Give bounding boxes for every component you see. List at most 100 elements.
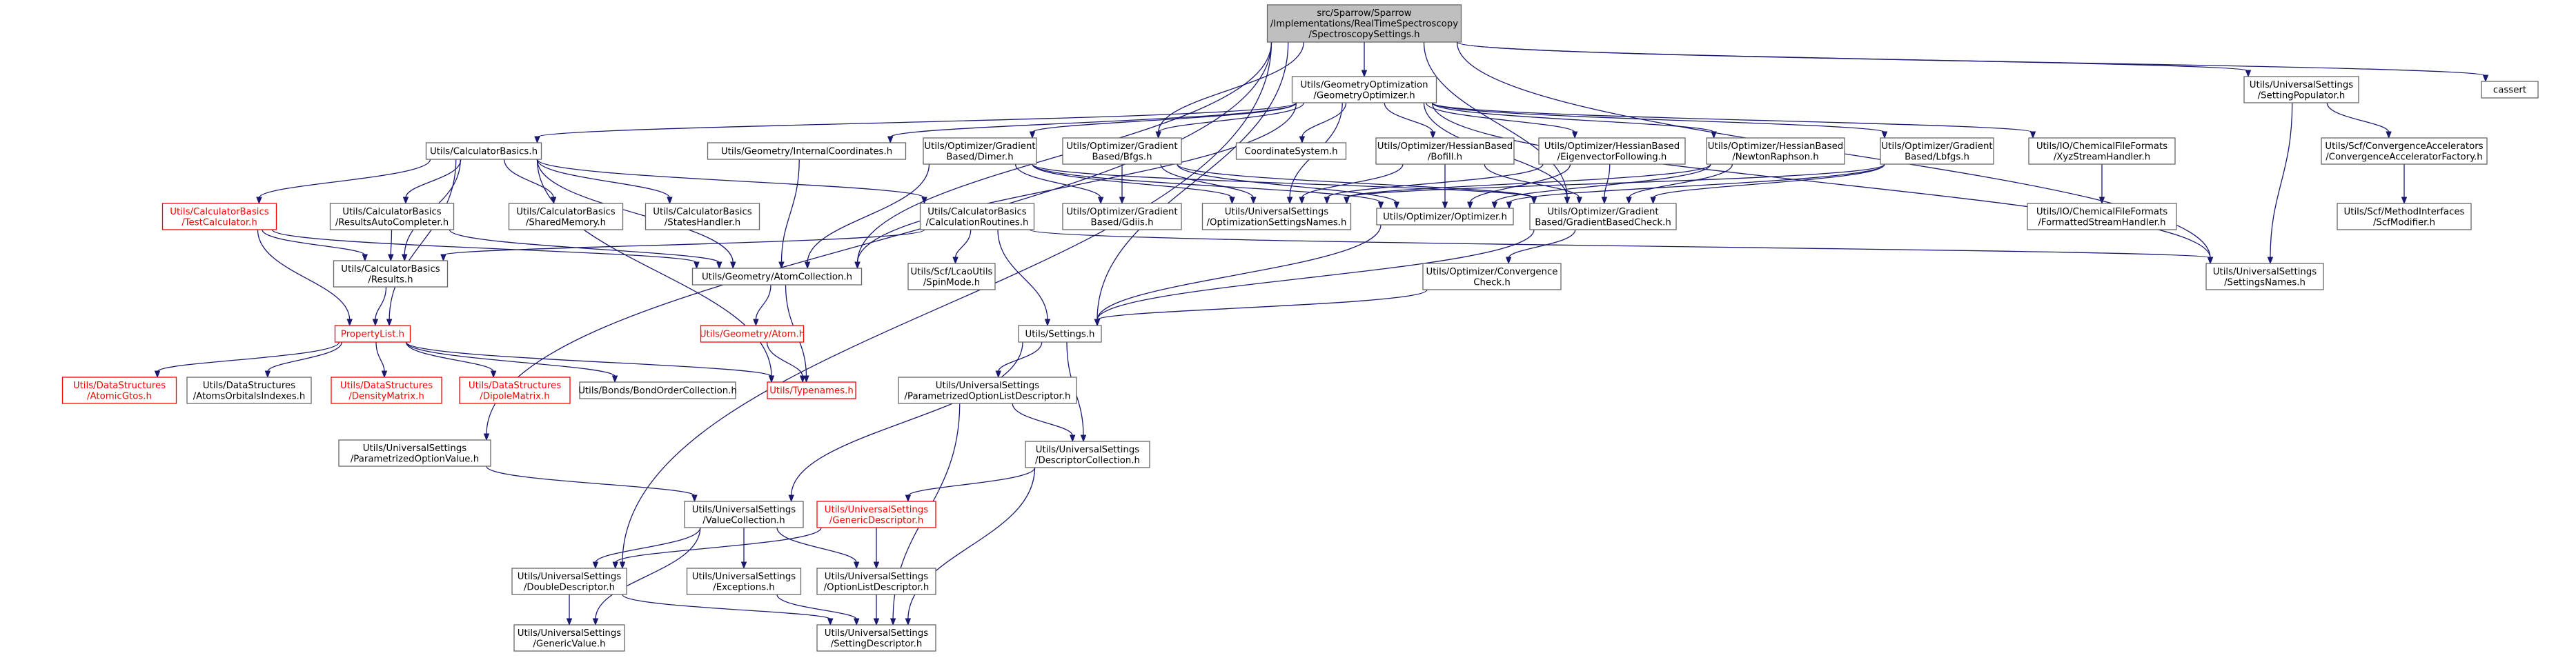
node-xyzstream[interactable]: Utils/IO/ChemicalFileFormats/XyzStreamHa… — [2028, 137, 2176, 165]
node-optsetnames[interactable]: Utils/UniversalSettings/OptimizationSett… — [1201, 203, 1352, 230]
node-formstream[interactable]: Utils/IO/ChemicalFileFormats/FormattedSt… — [2027, 203, 2177, 230]
edge-arrowhead — [905, 618, 912, 626]
node-scfmodifier[interactable]: Utils/Scf/MethodInterfaces/ScfModifier.h — [2337, 203, 2472, 230]
node-dimer[interactable]: Utils/Optimizer/GradientBased/Dimer.h — [923, 137, 1037, 165]
edges-layer — [154, 41, 2489, 626]
edge-arrowhead — [2267, 257, 2274, 265]
edge-doubledesc-to-genericvalue — [566, 594, 573, 626]
node-dipmat[interactable]: Utils/DataStructures/DipoleMatrix.h — [459, 377, 571, 404]
node-label: /ParametrizedOptionListDescriptor.h — [905, 391, 1071, 401]
edge-arrowhead — [1029, 131, 1036, 139]
node-desccoll[interactable]: Utils/UniversalSettings/DescriptorCollec… — [1025, 441, 1150, 468]
edge-line — [954, 229, 972, 259]
node-stateshandler[interactable]: Utils/CalculatorBasics/StatesHandler.h — [645, 203, 760, 230]
node-sharedmem[interactable]: Utils/CalculatorBasics/SharedMemory.h — [508, 203, 624, 230]
edge-lbfgs-to-optsetnames — [1344, 163, 1885, 205]
node-calcroutines[interactable]: Utils/CalculatorBasics/CalculationRoutin… — [919, 203, 1035, 230]
edge-calcroutines-to-results — [440, 229, 925, 262]
node-gdiis[interactable]: Utils/Optimizer/GradientBased/Gdiis.h — [1062, 203, 1182, 230]
node-label: /ResultsAutoCompleter.h — [335, 217, 449, 228]
edge-geoopt-to-bofill — [1384, 102, 1436, 139]
node-box — [2337, 203, 2472, 230]
node-internalcoords[interactable]: Utils/Geometry/InternalCoordinates.h — [707, 142, 907, 160]
node-typenames[interactable]: Utils/Typenames.h — [767, 381, 856, 399]
node-testcalc[interactable]: Utils/CalculatorBasics/TestCalculator.h — [161, 203, 277, 230]
edge-line — [1032, 163, 1535, 199]
edge-line — [1494, 163, 1711, 203]
node-label: Utils/CalculatorBasics — [927, 207, 1026, 217]
node-parvalue[interactable]: Utils/UniversalSettings/ParametrizedOpti… — [338, 439, 491, 467]
node-atomicgtos[interactable]: Utils/DataStructures/AtomicGtos.h — [61, 377, 177, 404]
node-doubledesc[interactable]: Utils/UniversalSettings/DoubleDescriptor… — [511, 568, 627, 595]
node-bondorder[interactable]: Utils/Bonds/BondOrderCollection.h — [578, 381, 737, 399]
node-label: Utils/UniversalSettings — [692, 505, 796, 515]
node-optimizer[interactable]: Utils/Optimizer/Optimizer.h — [1376, 208, 1514, 226]
node-bfgs[interactable]: Utils/Optimizer/GradientBased/Bfgs.h — [1062, 137, 1182, 165]
edge-line — [536, 159, 734, 263]
node-setnames[interactable]: Utils/UniversalSettings/SettingsNames.h — [2205, 263, 2324, 290]
edge-line — [1346, 163, 1711, 199]
node-bofill[interactable]: Utils/Optimizer/HessianBased/Bofill.h — [1375, 137, 1515, 165]
node-calcbasics[interactable]: Utils/CalculatorBasics.h — [425, 142, 542, 160]
node-genericvalue[interactable]: Utils/UniversalSettings/GenericValue.h — [513, 624, 625, 652]
edge-line — [856, 102, 1297, 263]
node-label: Utils/Scf/LcaoUtils — [911, 267, 993, 277]
node-box — [898, 377, 1077, 404]
edge-calcbasics-to-proplist — [386, 159, 457, 327]
edge-line — [1158, 102, 1304, 133]
node-atomsorb[interactable]: Utils/DataStructures/AtomsOrbitalsIndexe… — [186, 377, 312, 404]
edge-arrowhead — [921, 197, 927, 205]
node-newton[interactable]: Utils/Optimizer/HessianBased/NewtonRaphs… — [1706, 137, 1845, 165]
node-label: /NewtonRaphson.h — [1732, 152, 1818, 162]
node-geoopt[interactable]: Utils/GeometryOptimization/GeometryOptim… — [1291, 76, 1437, 103]
node-densmat[interactable]: Utils/DataStructures/DensityMatrix.h — [331, 377, 442, 404]
node-coordsys[interactable]: CoordinateSystem.h — [1235, 142, 1347, 160]
node-label: Utils/CalculatorBasics — [341, 264, 440, 274]
node-atomcoll[interactable]: Utils/Geometry/AtomCollection.h — [691, 268, 863, 286]
node-paroptlist[interactable]: Utils/UniversalSettings/ParametrizedOpti… — [898, 377, 1077, 404]
edge-arrowhead — [2098, 197, 2105, 205]
edge-line — [1160, 163, 1255, 199]
node-box — [329, 203, 455, 230]
node-box — [816, 624, 936, 652]
edge-arrowhead — [1442, 201, 1448, 210]
edge-arrowhead — [1491, 201, 1498, 210]
node-proplist[interactable]: PropertyList.h — [334, 325, 411, 343]
node-spinmode[interactable]: Utils/Scf/LcaoUtils/SpinMode.h — [907, 263, 996, 290]
edge-line — [1426, 102, 1575, 133]
node-label: Utils/UniversalSettings — [518, 628, 621, 639]
node-atom[interactable]: Utils/Geometry/Atom.h — [700, 325, 805, 343]
node-root[interactable]: src/Sparrow/Sparrow/Implementations/Real… — [1266, 4, 1462, 43]
edge-line — [1177, 163, 1535, 199]
node-setpop[interactable]: Utils/UniversalSettings/SettingPopulator… — [2243, 76, 2359, 103]
node-gbcheck[interactable]: Utils/Optimizer/GradientBased/GradientBa… — [1529, 203, 1677, 230]
edge-line — [1431, 102, 2034, 133]
edge-arrowhead — [381, 370, 388, 379]
node-settingdesc[interactable]: Utils/UniversalSettings/SettingDescripto… — [816, 624, 936, 652]
node-label: Utils/Optimizer/Gradient — [1066, 207, 1177, 217]
edge-arrowhead — [1286, 197, 1293, 205]
node-lbfgs[interactable]: Utils/Optimizer/GradientBased/Lbfgs.h — [1880, 137, 1994, 165]
edge-line — [615, 527, 822, 563]
node-settings[interactable]: Utils/Settings.h — [1018, 325, 1102, 343]
edge-desccoll-to-genericdesc — [905, 467, 1036, 503]
node-optlistdesc[interactable]: Utils/UniversalSettings/OptionListDescri… — [816, 568, 936, 595]
node-convaccfac[interactable]: Utils/Scf/ConvergenceAccelerators/Conver… — [2321, 137, 2488, 165]
node-label: /ScfModifier.h — [2373, 217, 2435, 228]
edge-line — [907, 467, 1036, 620]
edge-desccoll-to-settingdesc — [905, 467, 1036, 626]
edge-line — [595, 527, 701, 563]
node-exceptions[interactable]: Utils/UniversalSettings/Exceptions.h — [686, 568, 802, 595]
node-eigfollow[interactable]: Utils/Optimizer/HessianBased/Eigenvector… — [1538, 137, 1686, 165]
node-cassert[interactable]: cassert — [2481, 81, 2539, 99]
edge-arrowhead — [753, 319, 759, 327]
node-valuecoll[interactable]: Utils/UniversalSettings/ValueCollection.… — [684, 501, 804, 528]
node-label: Utils/UniversalSettings — [692, 572, 796, 582]
edge-line — [776, 527, 857, 563]
node-genericdesc[interactable]: Utils/UniversalSettings/GenericDescripto… — [816, 501, 936, 528]
node-results[interactable]: Utils/CalculatorBasics/Results.h — [333, 260, 449, 288]
edge-arrowhead — [691, 494, 698, 503]
edge-paroptlist-to-desccoll — [1012, 403, 1076, 443]
node-resautocomp[interactable]: Utils/CalculatorBasics/ResultsAutoComple… — [329, 203, 455, 230]
